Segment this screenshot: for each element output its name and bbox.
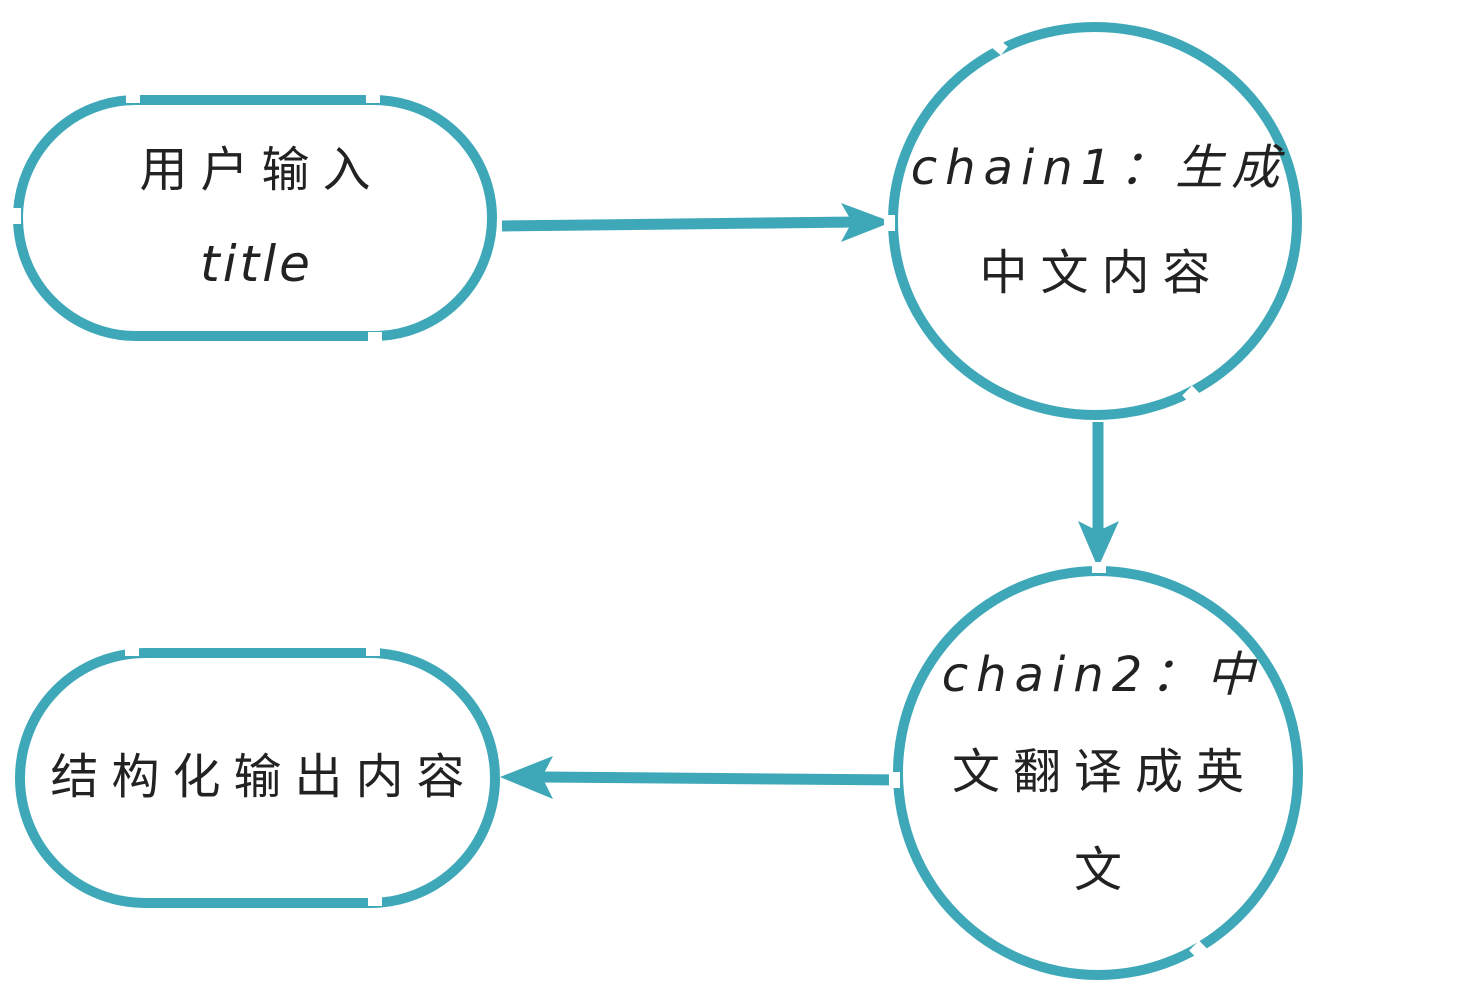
sketch-gap (10, 208, 21, 224)
node-chain2: chain2：中 文翻译成英 文 (893, 566, 1303, 980)
sketch-gap (125, 645, 139, 656)
node-label: 文 (1073, 841, 1135, 898)
edge-shaft (501, 216, 857, 232)
edge-shaft (539, 771, 899, 786)
node-label: 中文内容 (979, 245, 1224, 301)
arrowhead-left-icon (500, 756, 553, 799)
sketch-gap (884, 215, 895, 231)
node-chain1: chain1：生成 中文内容 (888, 22, 1302, 420)
arrowhead-down-icon (1078, 521, 1119, 568)
node-label: 结构化输出内容 (50, 749, 478, 806)
node-label: 用户输入 (139, 141, 384, 198)
sketch-gap (366, 92, 380, 103)
sketch-gap (126, 92, 140, 103)
node-label: 文翻译成英 (951, 744, 1257, 801)
sketch-gap (368, 895, 382, 906)
edge-user-input-to-chain1 (501, 203, 892, 242)
node-label: chain2：中 (941, 647, 1263, 704)
sketch-gap (889, 772, 900, 788)
edge-chain2-to-structured-output (500, 756, 899, 799)
node-label: title (200, 234, 313, 293)
node-structured-output: 结构化输出内容 (15, 648, 500, 908)
edge-chain1-to-chain2 (1078, 422, 1119, 568)
sketch-gap (1092, 562, 1106, 573)
sketch-gap (366, 645, 380, 656)
sketch-gap (368, 332, 382, 343)
node-label: chain1：生成 (910, 139, 1288, 196)
node-user-input: 用户输入 title (13, 95, 497, 341)
